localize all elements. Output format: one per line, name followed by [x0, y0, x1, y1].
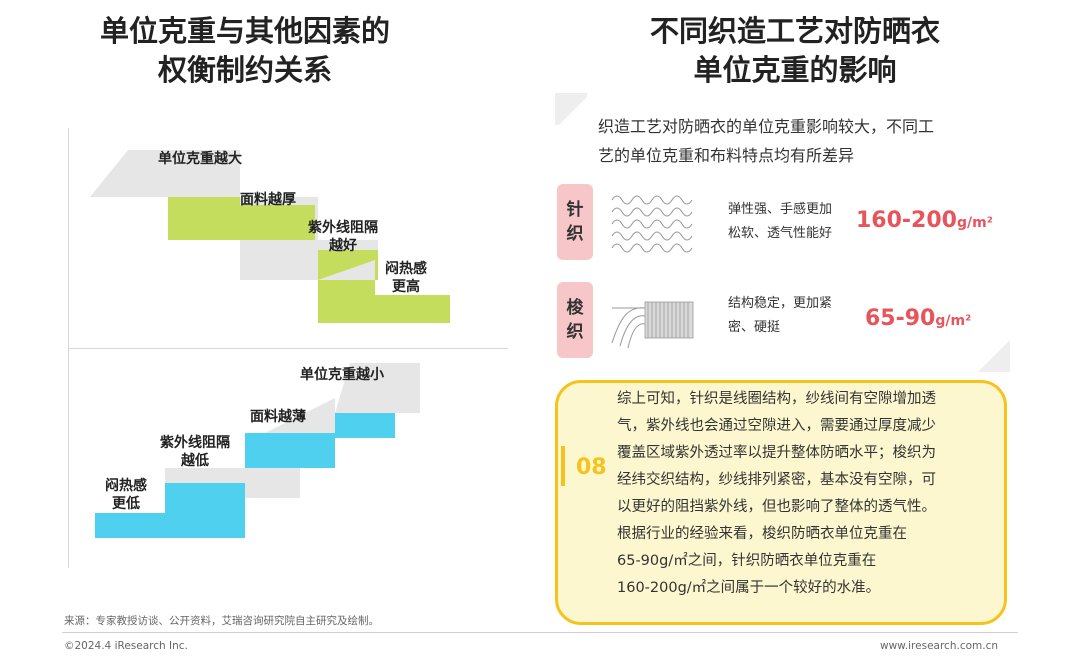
website-link[interactable]: www.iresearch.com.cn	[880, 640, 999, 652]
intro-line1: 织造工艺对防晒衣的单位克重影响较大，不同工	[598, 117, 935, 136]
upper-step-1-shadow	[90, 150, 240, 197]
lower-step-3-cyan	[245, 433, 335, 468]
right-title-line1: 不同织造工艺对防晒衣	[649, 14, 940, 48]
summary-line: 覆盖区域紫外透过率以提升整体防晒水平；梭织为	[617, 445, 936, 461]
knit-desc-line1: 弹性强、手感更加	[728, 202, 833, 217]
summary-box	[555, 380, 1007, 625]
upper-step-1-green	[168, 197, 240, 240]
corner-decoration-bottom-right	[978, 340, 1010, 372]
woven-badge-char1: 梭	[566, 298, 584, 318]
summary-line: 气，紫外线也会通过空隙进入，需要通过厚度减少	[617, 418, 936, 434]
knit-description: 弹性强、手感更加 松软、透气性能好	[728, 198, 858, 246]
upper-step-4-line2: 更高	[392, 279, 420, 295]
knit-badge: 针 织	[557, 184, 593, 260]
summary-line: 综上可知，针织是线圈结构，纱线间有空隙增加透	[617, 391, 936, 407]
knit-weight-unit: g/m²	[956, 215, 993, 231]
upper-step-1-label: 单位克重越大	[158, 151, 242, 167]
lower-step-1-label: 闷热感 更低	[105, 477, 147, 513]
knit-desc-line2: 松软、透气性能好	[728, 226, 833, 241]
summary-text: 综上可知，针织是线圈结构，纱线间有空隙增加透 气，紫外线也会通过空隙进入，需要通…	[617, 386, 993, 602]
upper-step-4-label: 闷热感 更高	[385, 260, 427, 296]
upper-step-2-green	[240, 205, 315, 240]
upper-staircase-graphic	[90, 150, 450, 323]
corner-decoration-top-left	[555, 93, 587, 125]
lower-step-2-line2: 越低	[181, 453, 209, 469]
lower-step-4-shadow	[335, 363, 420, 413]
left-title: 单位克重与其他因素的 权衡制约关系	[60, 12, 430, 90]
intro-line2: 艺的单位克重和布料特点均有所差异	[598, 146, 855, 165]
knit-pattern-illustration	[611, 195, 693, 253]
left-title-line2: 权衡制约关系	[157, 53, 332, 87]
summary-number: 08	[576, 455, 607, 480]
intro-text: 织造工艺对防晒衣的单位克重影响较大，不同工 艺的单位克重和布料特点均有所差异	[598, 112, 998, 170]
lower-step-3-label: 面料越薄	[250, 409, 306, 425]
lower-step-2-line1: 紫外线阻隔	[160, 435, 230, 451]
lower-staircase-graphic	[95, 363, 420, 538]
summary-number-marker	[561, 446, 565, 486]
upper-step-3-line1: 紫外线阻隔	[308, 220, 378, 236]
woven-weight: 65-90g/m²	[865, 306, 971, 331]
lower-step-2-cyan	[335, 413, 395, 438]
woven-description: 结构稳定，更加紧 密、硬挺	[728, 292, 858, 340]
source-note: 来源：专家教授访谈、公开资料，艾瑞咨询研究院自主研究及绘制。	[64, 615, 379, 627]
upper-step-3-label: 紫外线阻隔 越好	[308, 219, 378, 255]
copyright: ©2024.4 iResearch Inc.	[64, 640, 188, 652]
upper-step-4-line1: 闷热感	[385, 261, 427, 277]
upper-step-3-line2: 越好	[329, 238, 357, 254]
woven-weight-value: 65-90	[865, 306, 936, 331]
right-title: 不同织造工艺对防晒衣 单位克重的影响	[610, 12, 980, 90]
lower-step-3-shadow	[245, 398, 335, 443]
woven-pattern-illustration	[611, 301, 694, 349]
lower-step-2-label: 紫外线阻隔 越低	[160, 434, 230, 470]
knit-badge-char1: 针	[566, 200, 584, 220]
left-title-line1: 单位克重与其他因素的	[99, 14, 390, 48]
woven-desc-line1: 结构稳定，更加紧	[728, 296, 833, 311]
left-horizontal-divider	[68, 348, 508, 349]
upper-step-2-label: 面料越厚	[240, 192, 296, 208]
summary-line: 经纬交织结构，纱线排列紧密，基本没有空隙，可	[617, 472, 936, 488]
woven-weight-unit: g/m²	[935, 313, 972, 329]
lower-step-1-line1: 闷热感	[105, 478, 147, 494]
woven-desc-line2: 密、硬挺	[728, 320, 781, 335]
lower-step-4-label: 单位克重越小	[300, 367, 384, 383]
knit-badge-char2: 织	[566, 224, 584, 244]
knit-weight: 160-200g/m²	[856, 208, 993, 233]
lower-step-1-line2: 更低	[112, 496, 140, 512]
footer-divider	[62, 632, 1018, 633]
upper-step-4-green	[318, 280, 450, 323]
summary-line: 根据行业的经验来看，梭织防晒衣单位克重在	[617, 526, 907, 542]
lower-step-2b-shadow	[245, 468, 300, 498]
summary-line: 65-90g/㎡之间，针织防晒衣单位克重在	[617, 553, 877, 569]
lower-step-1-overlay	[165, 483, 245, 498]
knit-weight-value: 160-200	[856, 208, 957, 233]
summary-line: 以更好的阻挡紫外线，但也影响了整体的透气性。	[617, 499, 936, 515]
summary-line: 160-200g/㎡之间属于一个较好的水准。	[617, 580, 881, 596]
woven-badge: 梭 织	[557, 282, 593, 358]
woven-badge-char2: 织	[566, 322, 584, 342]
right-title-line2: 单位克重的影响	[693, 53, 897, 87]
